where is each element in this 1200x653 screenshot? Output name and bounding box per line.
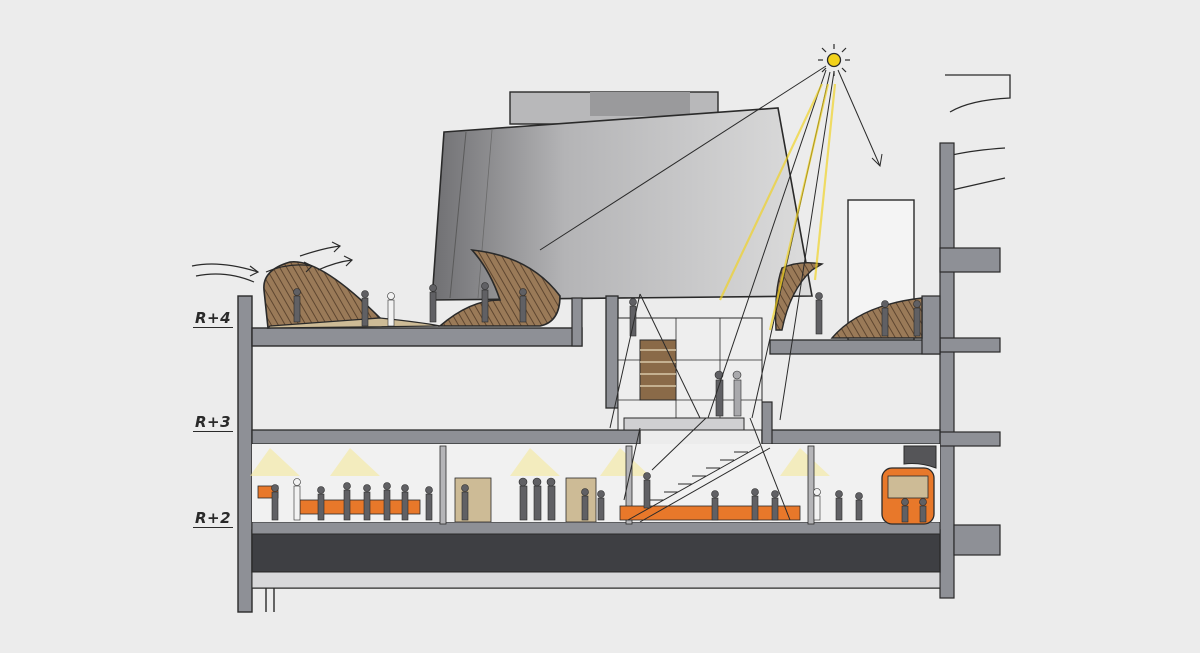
roof-tower xyxy=(431,91,813,301)
people-figures xyxy=(271,282,927,523)
roof-pods xyxy=(263,248,923,339)
wind-arrows-icon xyxy=(191,241,354,283)
level-label-r3: R+3 xyxy=(193,413,234,432)
adjacent-building xyxy=(939,74,1011,599)
ceiling-lights xyxy=(250,448,830,476)
sun-icon xyxy=(818,44,850,76)
building-structure xyxy=(237,295,941,613)
level-label-r4: R+4 xyxy=(193,309,234,328)
sunlight-glow xyxy=(719,83,837,331)
level-label-r2: R+2 xyxy=(193,509,234,528)
light-ray-arrows-icon xyxy=(539,65,883,521)
